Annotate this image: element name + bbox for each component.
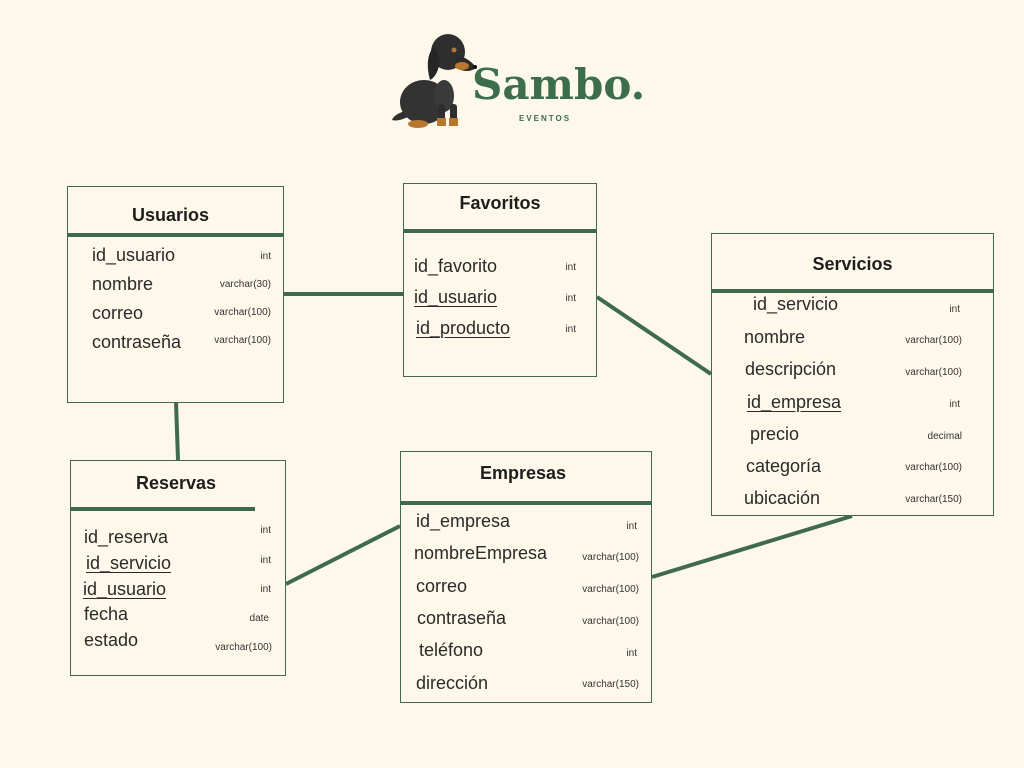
relation-usuarios-reservas [174, 401, 180, 461]
field-name-foreign-key: id_producto [416, 318, 511, 338]
field-name-foreign-key: id_usuario [414, 287, 498, 307]
field-type: int [565, 324, 576, 335]
field-type: varchar(100) [582, 584, 639, 595]
field-name-foreign-key: id_empresa [747, 392, 842, 412]
field-name: ubicación [744, 488, 821, 508]
brand-subtitle: EVENTOS [519, 114, 572, 123]
dachshund-dog-icon [392, 34, 477, 128]
field-type: int [260, 251, 271, 262]
entity-title: Usuarios [131, 205, 210, 225]
field-name: contraseña [417, 608, 507, 628]
brand-name: Sambo. [472, 60, 646, 109]
field-name: id_reserva [84, 527, 169, 547]
field-name: id_empresa [416, 511, 511, 531]
entity-reservas: Reservas id_reserva int id_servicio int … [70, 460, 286, 676]
entity-title: Reservas [135, 473, 217, 493]
field-name: nombre [92, 274, 154, 294]
entity-title: Favoritos [459, 193, 541, 213]
field-type: int [626, 521, 637, 532]
field-name: precio [750, 424, 800, 444]
entity-divider [400, 501, 652, 505]
field-type: varchar(100) [214, 307, 271, 318]
field-type: date [249, 613, 269, 624]
field-name: correo [416, 576, 468, 596]
relation-empresas-servicios [651, 514, 853, 579]
field-type: int [260, 525, 271, 536]
field-name: correo [92, 303, 144, 323]
field-name: id_favorito [414, 256, 498, 276]
field-name: id_usuario [92, 245, 176, 265]
entity-empresas: Empresas id_empresa int nombreEmpresa va… [400, 451, 652, 703]
field-type: varchar(100) [905, 462, 962, 473]
field-name: categoría [746, 456, 822, 476]
field-name-foreign-key: id_servicio [86, 553, 172, 573]
brand-logo: Sambo. EVENTOS [388, 24, 645, 134]
field-type: int [260, 555, 271, 566]
field-type: decimal [927, 431, 962, 442]
field-type: varchar(100) [905, 335, 962, 346]
field-name: id_servicio [753, 294, 839, 314]
entity-favoritos: Favoritos id_favorito int id_usuario int… [403, 183, 597, 377]
field-type: int [260, 584, 271, 595]
field-name: contraseña [92, 332, 182, 352]
field-type: int [949, 399, 960, 410]
field-name: fecha [84, 604, 129, 624]
field-type: varchar(100) [582, 616, 639, 627]
field-type: varchar(100) [905, 367, 962, 378]
field-type: varchar(100) [215, 642, 272, 653]
field-type: int [565, 293, 576, 304]
field-name: nombre [744, 327, 806, 347]
field-name-foreign-key: id_usuario [83, 579, 167, 599]
entity-divider [70, 507, 255, 511]
field-name: estado [84, 630, 139, 650]
field-name: teléfono [419, 640, 484, 660]
field-type: int [626, 648, 637, 659]
entity-servicios: Servicios id_servicio int nombre varchar… [711, 233, 994, 516]
field-name: descripción [745, 359, 837, 379]
field-type: int [565, 262, 576, 273]
relation-favoritos-servicios [595, 295, 713, 376]
field-type: varchar(150) [905, 494, 962, 505]
field-type: int [949, 304, 960, 315]
field-name: nombreEmpresa [414, 543, 548, 563]
entity-divider [711, 289, 994, 293]
entity-divider [403, 229, 597, 233]
entity-title: Servicios [812, 254, 893, 274]
relation-reservas-empresas [285, 524, 401, 586]
entity-usuarios: Usuarios id_usuario int nombre varchar(3… [67, 186, 284, 403]
entity-title: Empresas [479, 463, 567, 483]
field-type: varchar(100) [214, 335, 271, 346]
field-name: dirección [416, 673, 489, 693]
field-type: varchar(150) [582, 679, 639, 690]
field-type: varchar(100) [582, 552, 639, 563]
field-type: varchar(30) [219, 279, 271, 290]
entity-divider [67, 233, 284, 237]
